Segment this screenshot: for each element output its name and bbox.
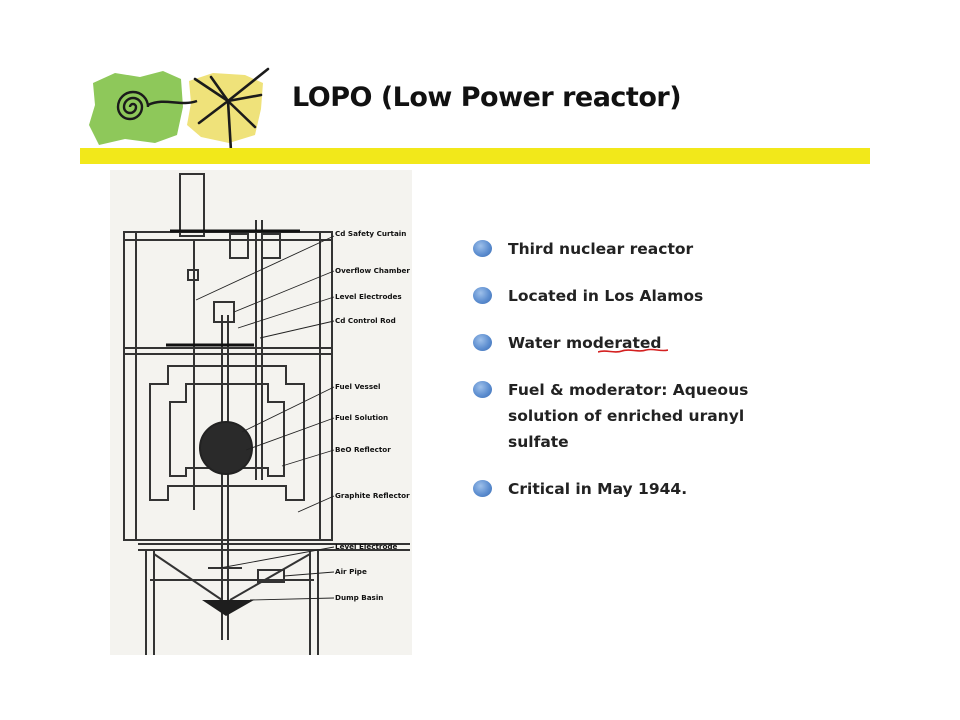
bullet-dot-icon [473,240,492,257]
bullet-text: Critical in May 1944. [508,480,688,498]
label-fuel-vessel: Fuel Vessel [335,382,380,391]
bullet-dot-icon [473,287,492,304]
bullet-dot-icon [473,334,492,351]
bullet-item: Located in Los Alamos [470,283,790,309]
bullet-dot-icon [473,381,492,398]
bullet-text: Third nuclear reactor [508,240,694,258]
graphite-reflector [149,365,305,501]
label-overflow-chamber: Overflow Chamber [335,266,410,275]
label-beo-reflector: BeO Reflector [335,445,391,454]
stand-brace-right [229,553,311,601]
beo-reflector [169,383,285,477]
bullet-item: Water moderated [470,330,790,356]
leader-graphite [297,495,335,513]
bullet-text: Located in Los Alamos [508,287,704,305]
spiral-icon [116,90,150,121]
accent-bar [80,148,870,164]
leader-beo [281,449,335,467]
label-graphite-reflector: Graphite Reflector [335,491,410,500]
label-fuel-solution: Fuel Solution [335,413,388,422]
stand-brace-left [153,553,223,601]
leader-fuel-solution [245,417,335,451]
label-level-electrode: Level Electrode [335,542,398,551]
leader-dump-basin [249,597,335,601]
bullet-item: Fuel & moderator: Aqueous solution of en… [470,377,790,455]
leader-overflow [233,270,335,313]
leader-air-pipe [283,571,335,577]
diagram-drawing: Cd Safety Curtain Overflow Chamber Level… [123,173,410,655]
bullet-text: Fuel & moderator: Aqueous solution of en… [508,381,749,451]
top-tank-right [261,233,281,259]
bullet-dot-icon [473,480,492,497]
label-cd-control-rod: Cd Control Rod [335,316,396,325]
label-air-pipe: Air Pipe [335,567,367,576]
overflow-chamber [213,301,235,323]
slide-title: LOPO (Low Power reactor) [292,82,682,113]
label-cd-safety-curtain: Cd Safety Curtain [335,229,406,238]
top-column [179,173,205,237]
top-tank-left [229,233,249,259]
leader-control-rod [259,320,335,339]
leader-level-electrode [219,546,335,569]
logo [89,67,270,153]
label-dump-basin: Dump Basin [335,593,383,602]
leader-safety-curtain [195,235,335,301]
dump-basin [202,600,254,616]
bullet-text: Water moderated [508,334,662,352]
bullet-item: Third nuclear reactor [470,236,790,262]
fuel-vessel [199,421,253,475]
label-level-electrodes: Level Electrodes [335,292,402,301]
leader-fuel-vessel [241,386,335,433]
star-burst-icon [193,67,270,153]
lopo-reactor-diagram: Cd Safety Curtain Overflow Chamber Level… [110,170,412,655]
logo-yellow-patch [187,73,263,143]
bullet-item: Critical in May 1944. [470,476,790,502]
bullet-list: Third nuclear reactor Located in Los Ala… [470,236,790,502]
spellcheck-squiggle [598,348,668,353]
logo-connector [147,99,198,107]
leader-level-electrodes [237,296,335,329]
